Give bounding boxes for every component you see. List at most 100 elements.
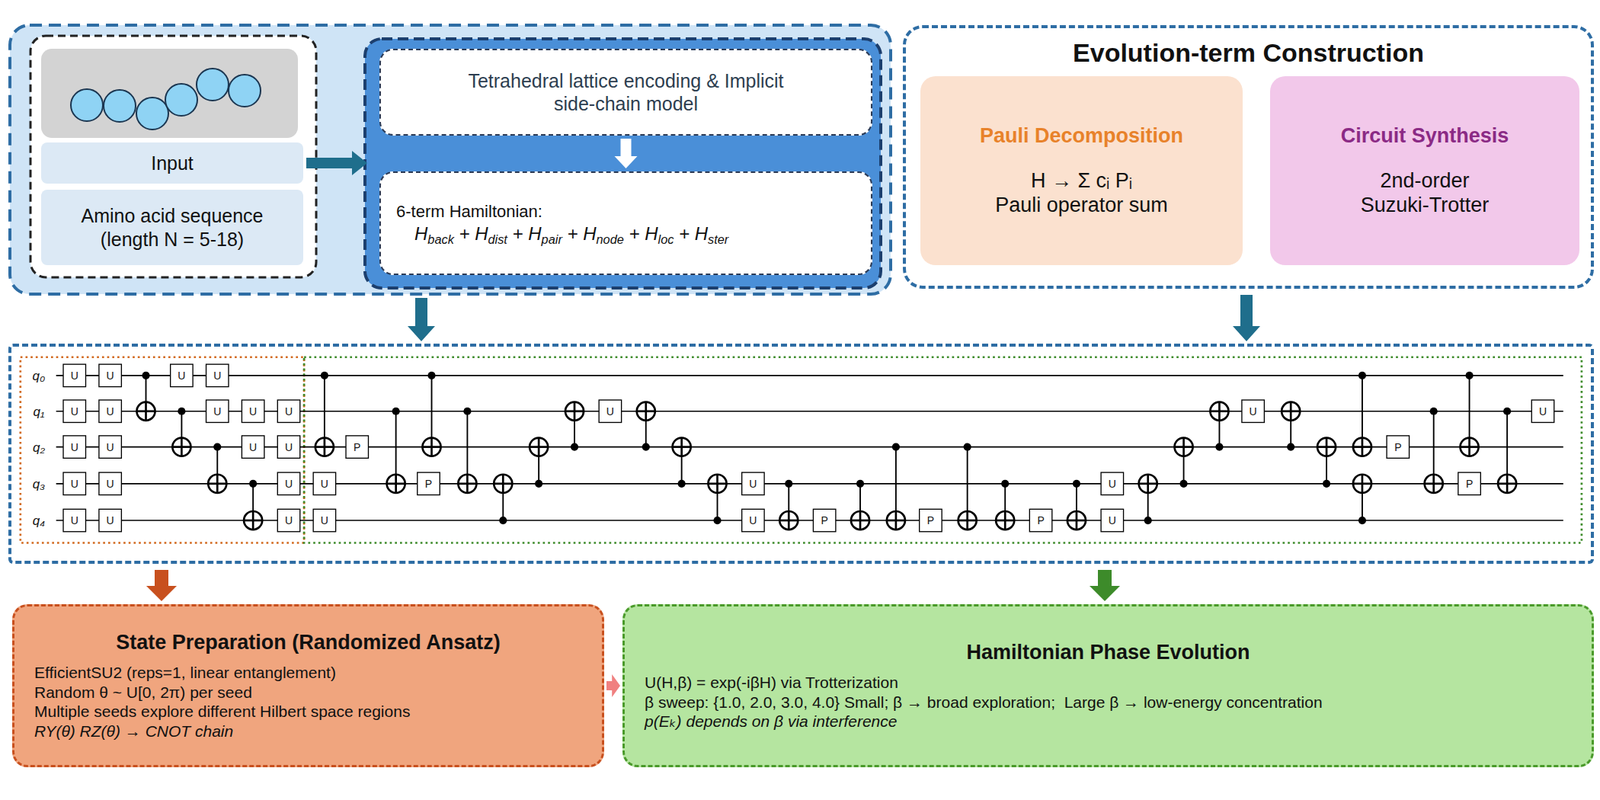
box-text-line: U(H,β) = exp(-iβH) via Trotterization	[644, 672, 899, 693]
cnot-target	[1460, 438, 1479, 457]
cnot-link	[966, 447, 969, 530]
cnot-control	[1430, 407, 1438, 416]
gate-box	[742, 508, 765, 532]
cnot-control	[249, 480, 257, 488]
cnot-target	[422, 438, 441, 457]
gate-box	[417, 472, 440, 495]
cnot-target	[1174, 438, 1194, 457]
cnot-link	[716, 474, 719, 521]
cnot-control	[678, 480, 686, 488]
cnot-control	[1179, 480, 1188, 488]
cnot-link	[145, 375, 148, 421]
cnot-target	[1067, 511, 1086, 530]
cnot-plus	[1289, 402, 1293, 421]
box-text: Pauli DecompositionH → Σ cᵢ PᵢPauli oper…	[920, 76, 1243, 266]
cnot-plus	[252, 511, 255, 530]
gate-box	[99, 364, 122, 387]
cnot-link	[1361, 474, 1364, 521]
cnot-control	[1358, 371, 1367, 380]
cnot-target	[672, 438, 692, 457]
gate-label: U	[284, 478, 293, 490]
cnot-link	[252, 483, 254, 530]
cnot-control	[1465, 371, 1473, 380]
residue	[165, 83, 198, 116]
residue	[228, 74, 261, 107]
box-text-line: q₃	[32, 476, 45, 490]
cnot-control	[642, 443, 650, 452]
box-text-line: Tetrahedral lattice encoding & Implicit …	[458, 69, 794, 116]
evolution-region	[304, 357, 1582, 544]
cnot-target	[851, 511, 870, 530]
gate-box	[99, 508, 122, 532]
cnot-link	[1433, 411, 1435, 493]
cnot-target	[1424, 474, 1444, 493]
cnot-link	[216, 447, 218, 493]
box-text-line: Input	[150, 151, 194, 176]
diagram-box: Tetrahedral lattice encoding & Implicit …	[379, 48, 873, 136]
cnot-plus	[537, 438, 541, 457]
block-arrow	[606, 674, 621, 698]
gate-label: U	[70, 370, 79, 381]
cnot-link	[537, 438, 540, 484]
residue	[103, 89, 136, 122]
gate-label: P	[927, 515, 935, 526]
block-arrow	[1089, 569, 1120, 602]
cnot-target	[457, 474, 477, 493]
gate-label: P	[425, 478, 432, 490]
gate-box	[99, 472, 122, 495]
residue	[196, 68, 229, 101]
cnot-control	[963, 443, 972, 452]
model-box	[364, 38, 881, 288]
gate-box	[598, 400, 621, 423]
cnot-plus	[1325, 438, 1328, 457]
cnot-link	[1183, 438, 1185, 484]
block-arrow	[1232, 294, 1261, 342]
cnot-plus	[394, 474, 397, 493]
cnot-link	[1147, 474, 1149, 521]
box-text-line: RY(θ) RZ(θ) → CNOT chain	[34, 721, 234, 742]
residue-beads	[70, 68, 261, 130]
gate-label: U	[106, 370, 115, 381]
cnot-target	[636, 402, 656, 421]
gate-label: U	[249, 441, 257, 453]
cnot-plus	[216, 474, 219, 493]
cnot-plus	[1432, 474, 1435, 493]
gate-label: U	[106, 515, 115, 526]
gate-label: U	[213, 370, 221, 381]
cnot-target	[1317, 438, 1336, 457]
box-text-line: Suzuki-Trotter	[1360, 192, 1490, 218]
residue	[70, 89, 103, 122]
cnot-link	[323, 375, 326, 457]
cnot-plus	[680, 438, 683, 457]
input-panel	[9, 25, 891, 295]
cnot-control	[392, 407, 400, 416]
gate-box	[1458, 472, 1481, 495]
box-text-line: Evolution-term Construction	[1072, 37, 1424, 69]
cnot-plus	[502, 474, 505, 493]
gate-box	[63, 508, 86, 532]
cnot-link	[1075, 483, 1078, 530]
box-text-line: β sweep: {1.0, 2.0, 3.0, 4.0} Small; β →…	[644, 692, 1323, 713]
gate-box	[63, 435, 86, 458]
cnot-target	[172, 438, 191, 457]
cnot-plus	[1361, 438, 1364, 457]
cnot-link	[1004, 483, 1006, 530]
cnot-link	[180, 411, 183, 457]
cnot-control	[1503, 407, 1511, 416]
gate-label: U	[320, 478, 329, 490]
box-heading: State Preparation (Randomized Ansatz)	[115, 630, 501, 656]
diagram-box: Input	[41, 142, 304, 184]
cnot-control	[213, 443, 221, 452]
cnot-control	[1001, 480, 1009, 488]
gate-box	[277, 400, 300, 423]
cnot-plus	[1218, 402, 1221, 421]
cnot-control	[320, 371, 329, 380]
cnot-control	[141, 371, 150, 380]
gate-label: P	[1465, 478, 1473, 490]
gate-box	[313, 508, 336, 532]
residue	[136, 97, 169, 130]
box-text-line: q₀	[32, 368, 46, 382]
gate-box	[63, 472, 86, 495]
diagram-box: Amino acid sequence (length N = 5-18)	[41, 189, 304, 266]
